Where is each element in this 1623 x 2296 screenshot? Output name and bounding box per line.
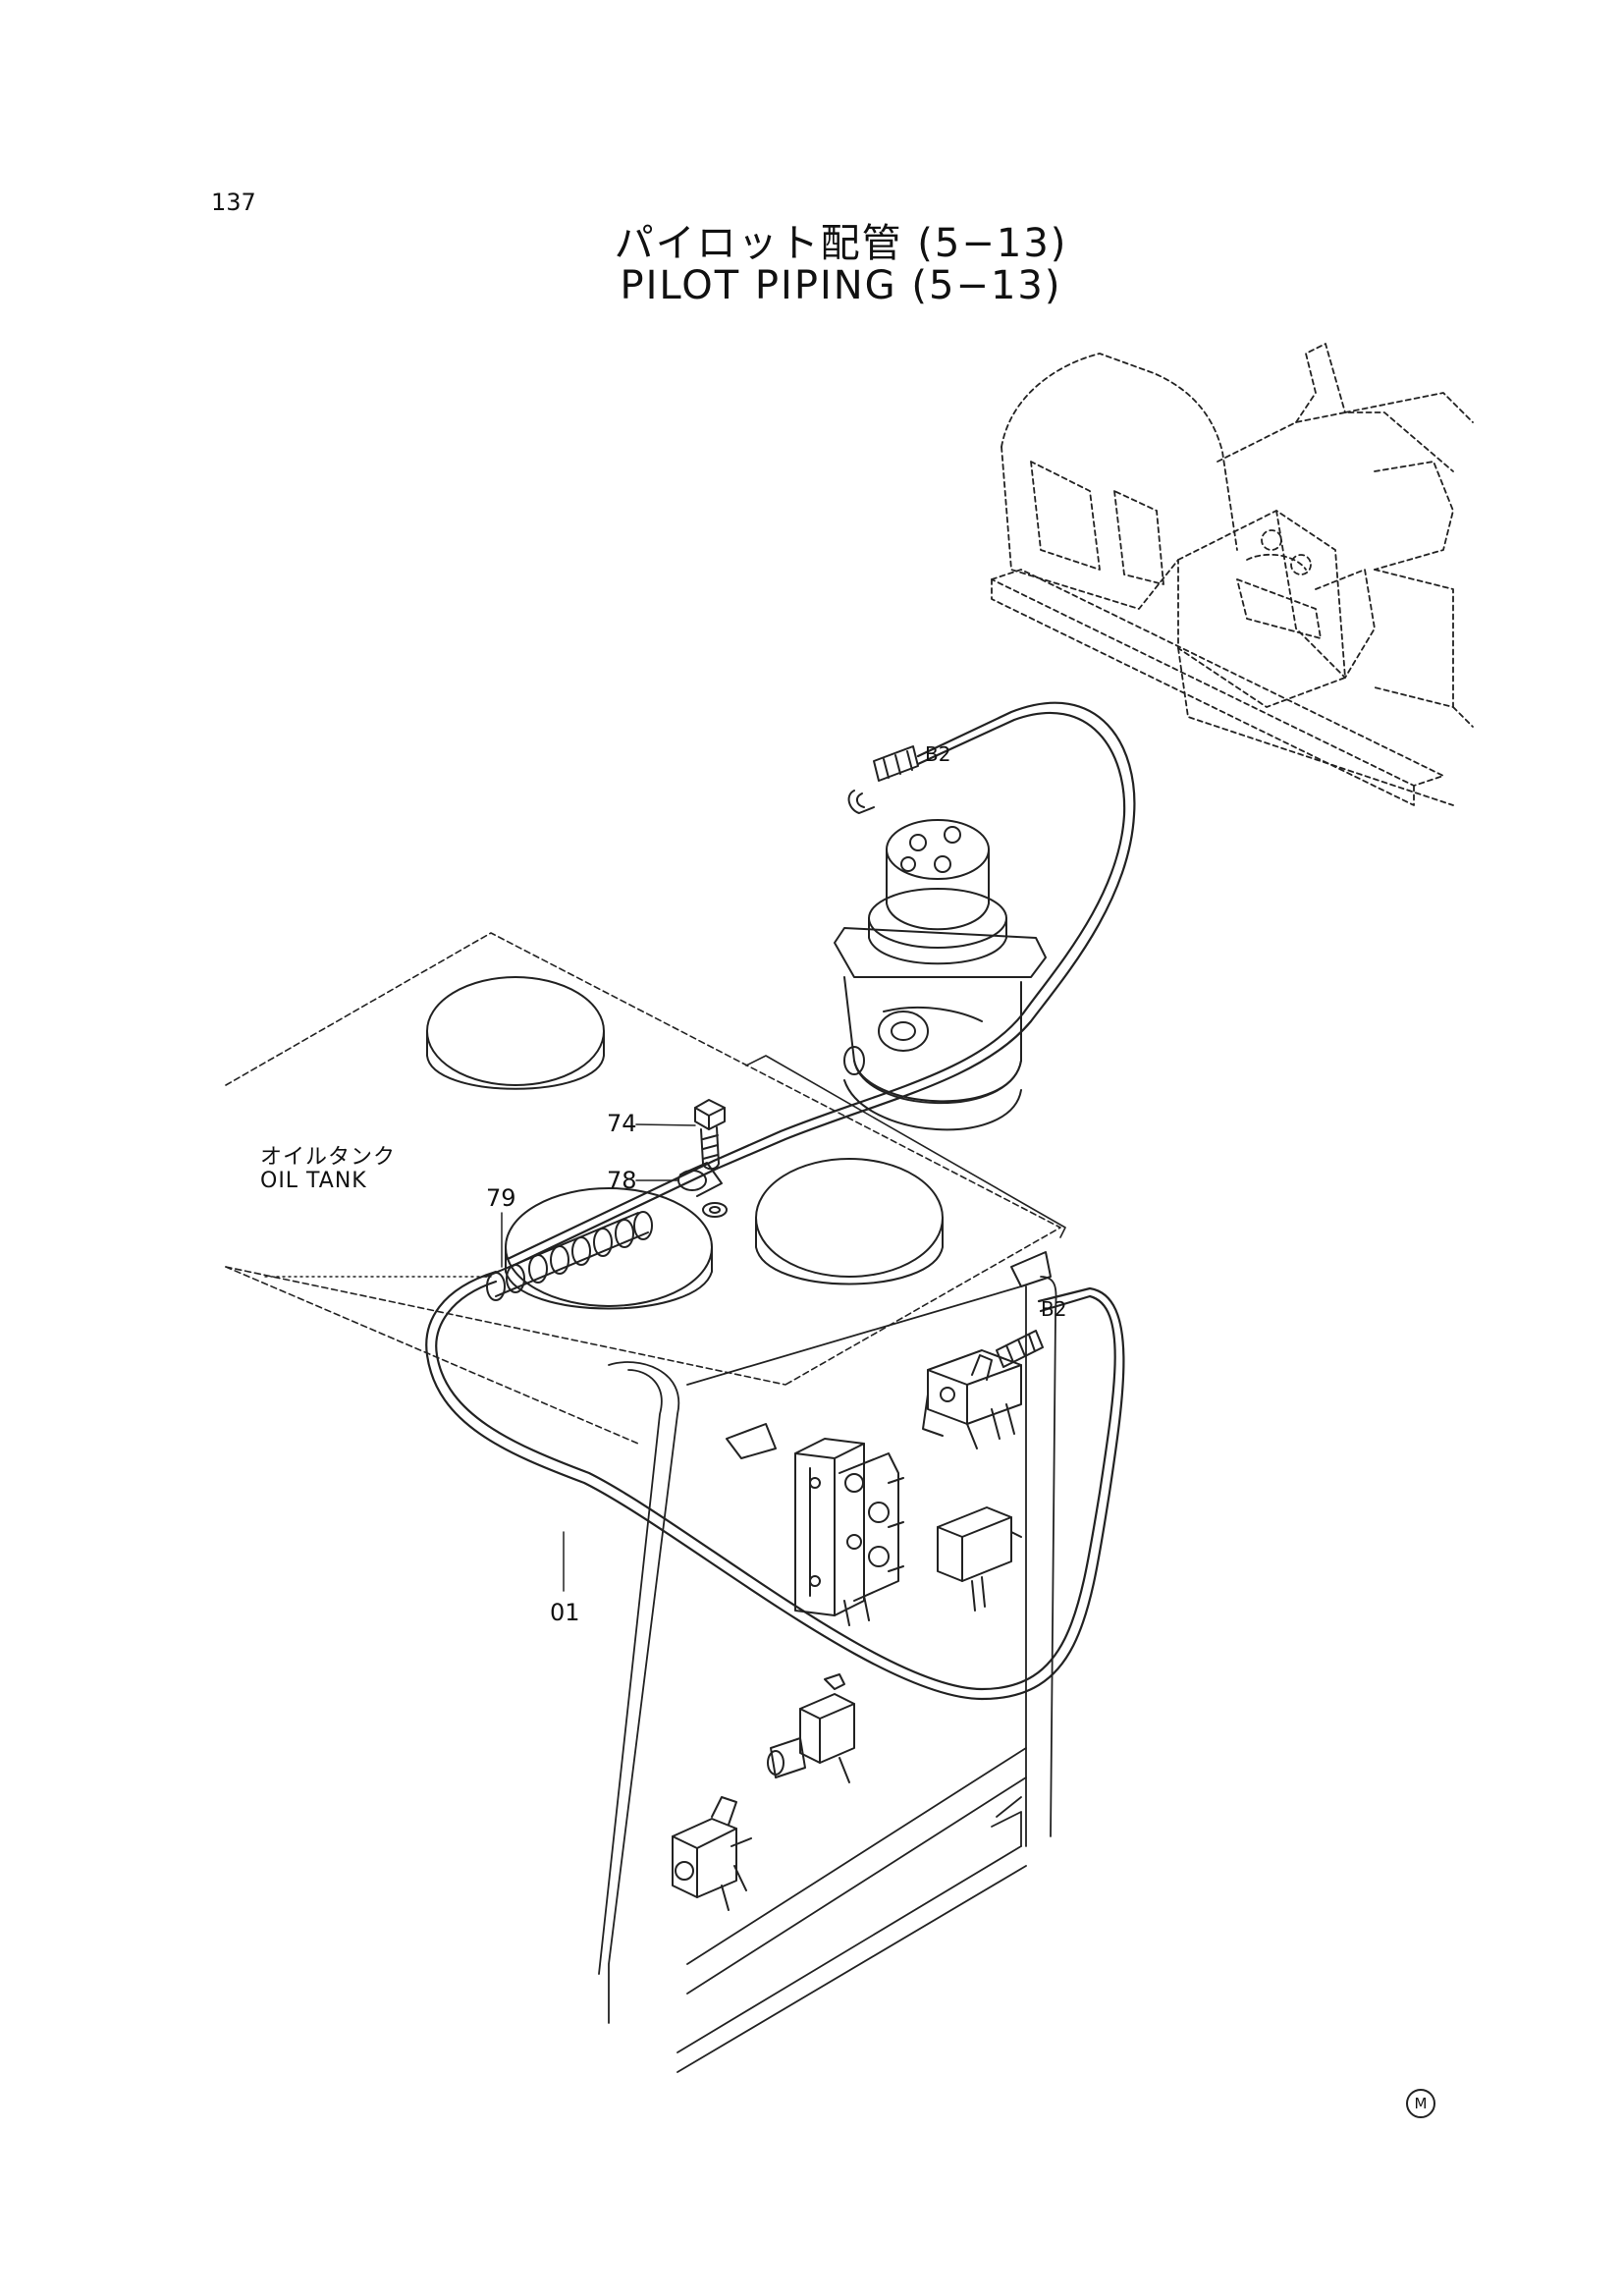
callout-74: 74 [607, 1110, 637, 1137]
valve-block-upper [922, 1349, 1022, 1449]
callout-01: 01 [550, 1599, 580, 1626]
solenoid-box [937, 1506, 1022, 1612]
title-japanese: パイロット配管 (5−13) [614, 221, 1068, 266]
oil-tank-side [598, 1276, 1057, 2073]
tank-lid-1 [426, 976, 605, 1090]
pilot-hose-01 [425, 701, 1136, 1701]
tank-lid-2 [755, 1158, 944, 1285]
oil-tank-label-jp: オイルタンク [260, 1145, 397, 1170]
b2-right-fitting [996, 1330, 1044, 1368]
callout-b2-top: B2 [925, 742, 950, 766]
clamp-78 [677, 1162, 728, 1218]
oil-tank-label-en: OIL TANK [260, 1169, 367, 1193]
page-number: 137 [211, 189, 256, 216]
corner-mark: M [1406, 2089, 1435, 2118]
leader-lines [501, 1123, 696, 1592]
valve-manifold [794, 1438, 904, 1626]
callout-b2-right: B2 [1041, 1297, 1066, 1321]
b2-top-fitting [847, 745, 919, 814]
tank-lid-3 [505, 1187, 713, 1310]
spring-guard-79 [485, 1211, 653, 1301]
callout-79: 79 [486, 1184, 516, 1212]
title-english: PILOT PIPING (5−13) [620, 263, 1062, 308]
bolt-74 [694, 1099, 726, 1171]
excavator-overview [991, 343, 1474, 806]
callout-78: 78 [607, 1167, 637, 1194]
swivel-joint [834, 819, 1047, 1131]
valve-lower-2 [672, 1796, 752, 1911]
valve-lower-1 [767, 1673, 855, 1783]
oil-tank-outline [225, 932, 1061, 1445]
